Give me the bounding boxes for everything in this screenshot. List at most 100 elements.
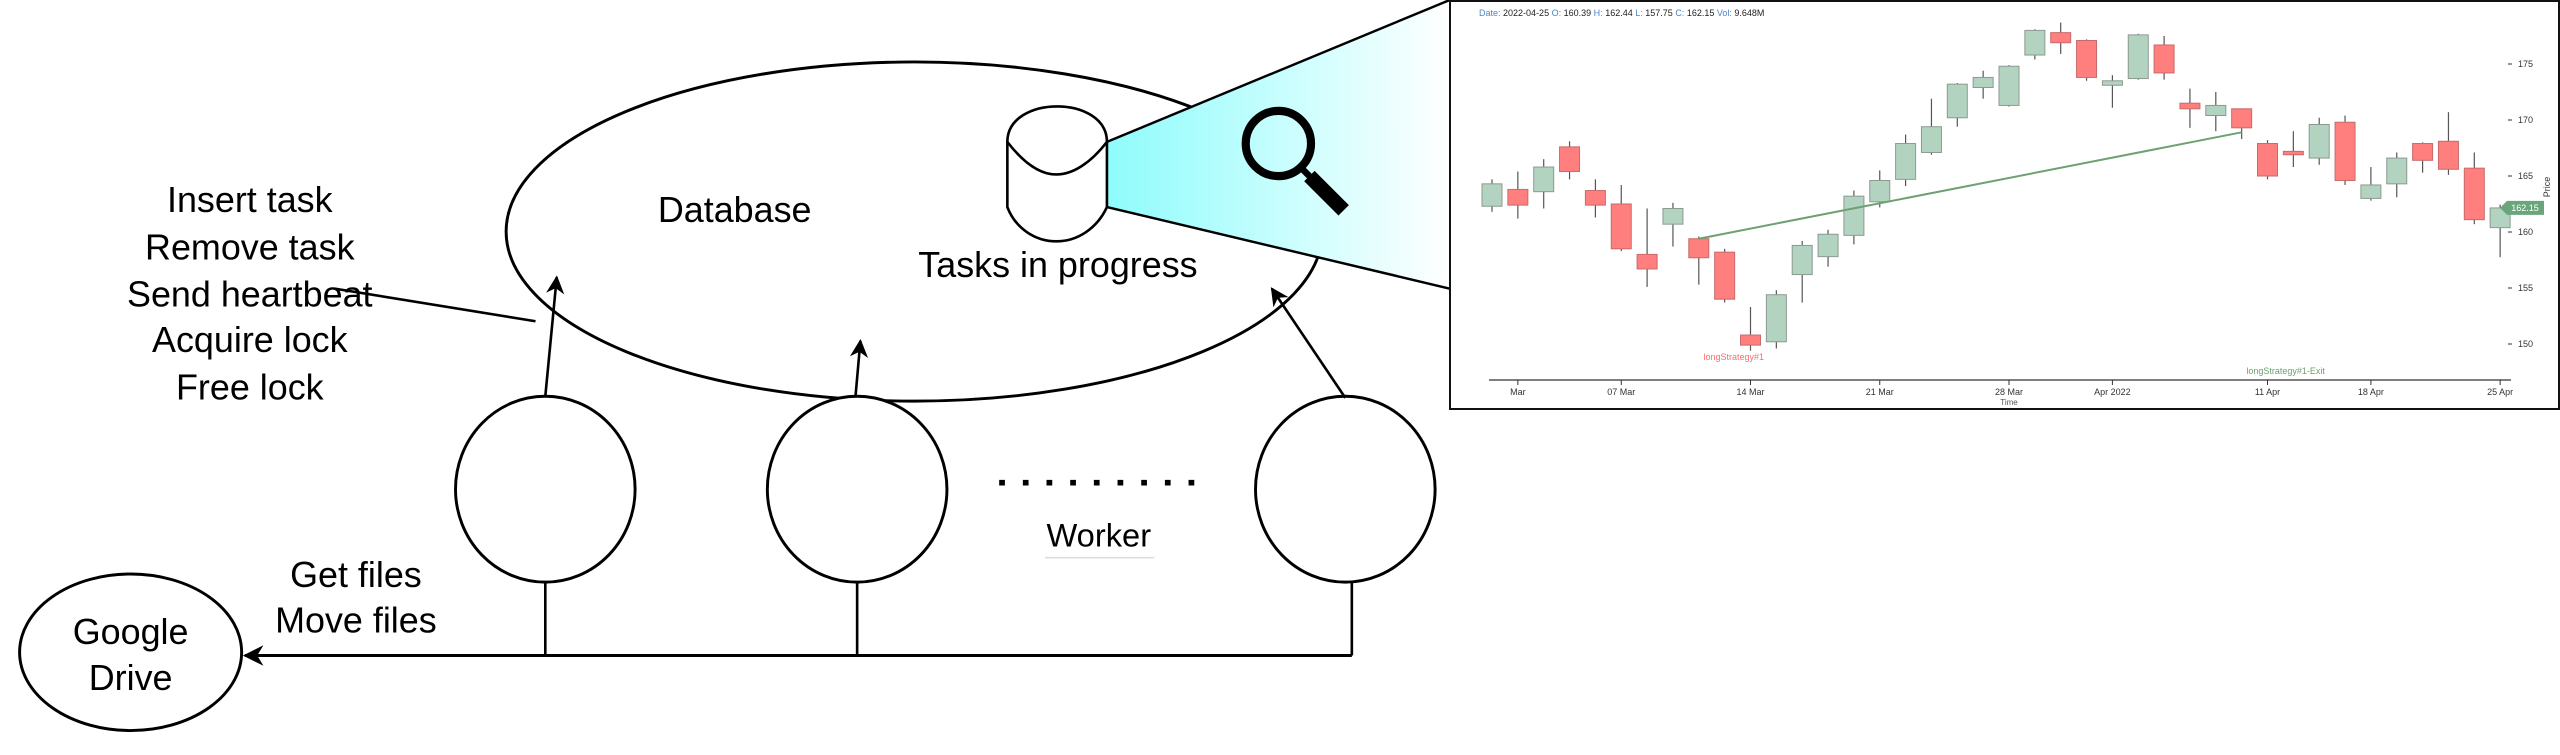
legend-close-key: C: [1675,8,1685,18]
candle [1843,190,1865,245]
candle [1920,98,1942,155]
arrow-worker2-to-db [849,338,869,397]
candle [2308,117,2330,165]
candle-body [2308,123,2330,159]
candle-body [2437,140,2459,170]
candle [2153,36,2175,80]
beam-edge-top [1106,0,1451,143]
x-tick-label: 25 Apr [2487,387,2513,397]
legend-high-key: H: [1593,8,1603,18]
worker-node-2 [765,394,949,584]
tasks-in-progress-label: Tasks in progress [918,245,1197,285]
candle-body [1817,233,1839,258]
x-axis-title: Time [2000,398,2018,407]
candle-body [1869,179,1891,203]
op-move-files: Move files [275,601,437,641]
candle [1714,248,1736,303]
trade-line [1698,131,2242,240]
worker-node-1 [454,394,637,584]
candle-body [1843,195,1865,236]
candle [2412,142,2434,173]
x-tick-label: 14 Mar [1736,387,1764,397]
candle-body [1895,143,1917,180]
op-insert-task: Insert task [167,180,333,220]
candle [1688,236,1710,285]
arrow-worker3-to-db [1270,287,1347,399]
cylinder-database-icon [1006,105,1109,243]
legend-open: 160.39 [1563,8,1592,18]
candle [1998,65,2020,107]
candle [2463,152,2485,225]
candle-body [2257,143,2278,177]
candle-body [2412,143,2434,161]
candle-body [2360,184,2382,199]
legend-close: 162.15 [1686,8,1715,18]
candle-body [1662,207,1684,225]
candle [1584,179,1606,218]
candle-body [1765,294,1787,343]
candle-body [2050,32,2072,44]
candle-body [2153,44,2175,74]
magnifier-icon [1241,106,1349,216]
candle [1791,240,1813,303]
candle [2437,112,2459,175]
arrow-worker1-to-db [544,275,565,397]
current-price-label: 162.15 [2511,203,2539,213]
y-tick-label: 165 [2518,171,2533,181]
candle [2101,75,2123,108]
candle [1610,184,1632,252]
candle [2076,39,2098,81]
candle [2205,92,2227,132]
legend-date: 2022-04-25 [1503,8,1550,18]
candle-body [2334,121,2356,181]
candle [2024,29,2046,60]
worker-label: Worker [1046,516,1151,553]
candle-body [2386,157,2408,185]
candle [2127,33,2149,80]
candle-body [1972,76,1994,89]
x-tick-label: Mar [1510,387,1526,397]
candle-body [1507,188,1529,206]
candle-body [2463,167,2485,221]
candle [2386,152,2408,198]
candle-body [1610,203,1632,250]
ohlc-legend: Date: 2022-04-25 O: 160.39 H: 162.44 L: … [1479,8,1764,18]
op-get-files: Get files [290,555,422,595]
candle-body [1791,244,1813,276]
candle [2334,115,2356,185]
candle-body [1559,146,1581,173]
x-tick-label: Apr 2022 [2094,387,2131,397]
candle-body [1636,253,1658,270]
candle [1481,179,1503,212]
y-tick-label: 155 [2518,283,2533,293]
database-label: Database [658,190,812,230]
candle [2179,88,2201,128]
y-tick-label: 175 [2518,59,2533,69]
zoom-beam [1106,0,1450,289]
candle-body [1481,183,1503,207]
op-send-heartbeat: Send heartbeat [127,275,373,315]
candle [2282,131,2304,168]
candle [2231,108,2253,140]
worker-node-3 [1254,394,1437,584]
candle [1895,134,1917,187]
legend-date-key: Date: [1479,8,1501,18]
x-tick-label: 18 Apr [2358,387,2384,397]
candle [1740,307,1761,351]
candlestick-chart-panel: Date: 2022-04-25 O: 160.39 H: 162.44 L: … [1449,0,2560,410]
y-tick-label: 170 [2518,115,2533,125]
candle-body [2127,34,2149,80]
op-remove-task: Remove task [145,227,355,267]
candle-body [1714,251,1736,300]
google-drive-label-1: Google [73,612,189,652]
candle [1817,229,1839,267]
candle-body [1946,83,1968,119]
candle-body [2024,29,2046,56]
y-tick-label: 150 [2518,339,2533,349]
candle-body [2231,108,2253,129]
operations-connector [334,287,536,323]
candle-body [1533,166,1555,193]
google-drive-node [18,572,244,733]
